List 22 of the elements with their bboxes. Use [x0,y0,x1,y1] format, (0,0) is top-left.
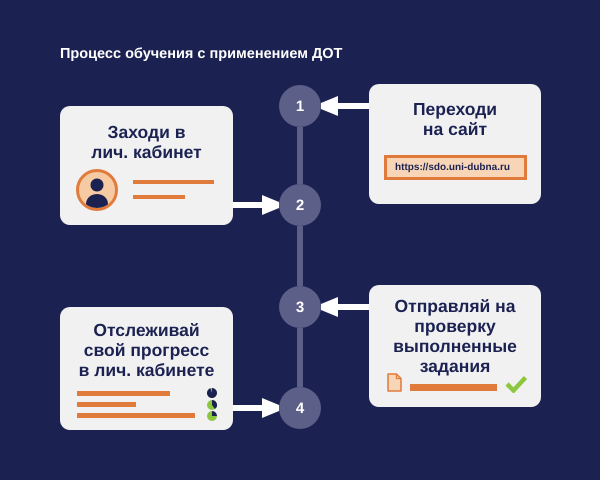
card-heading: Отправляй на проверку выполненные задания [392,296,518,376]
step-card [369,285,541,407]
card-heading: Заходи в лич. кабинет [90,122,203,162]
connector-line [297,127,303,184]
diagram-title: Процесс обучения с применением ДОТ [60,45,342,63]
card-heading: Отслеживай свой прогресс в лич. кабинете [78,320,216,380]
step-circle [279,85,321,127]
step-circle [279,184,321,226]
step-circle [279,387,321,429]
step-number: 2 [296,196,304,214]
connector-line [297,226,303,286]
step-number: 1 [296,98,304,114]
card-heading: Переходи на сайт [412,99,498,139]
address-bar [384,155,527,180]
url-text: https://sdo.uni-dubna.ru [395,162,510,174]
step-card [60,106,233,225]
step-card [60,307,233,430]
step-number: 4 [296,400,304,416]
connector-line [297,328,303,387]
step-circle [279,286,321,328]
step-number: 3 [296,298,304,316]
step-card [369,84,541,204]
